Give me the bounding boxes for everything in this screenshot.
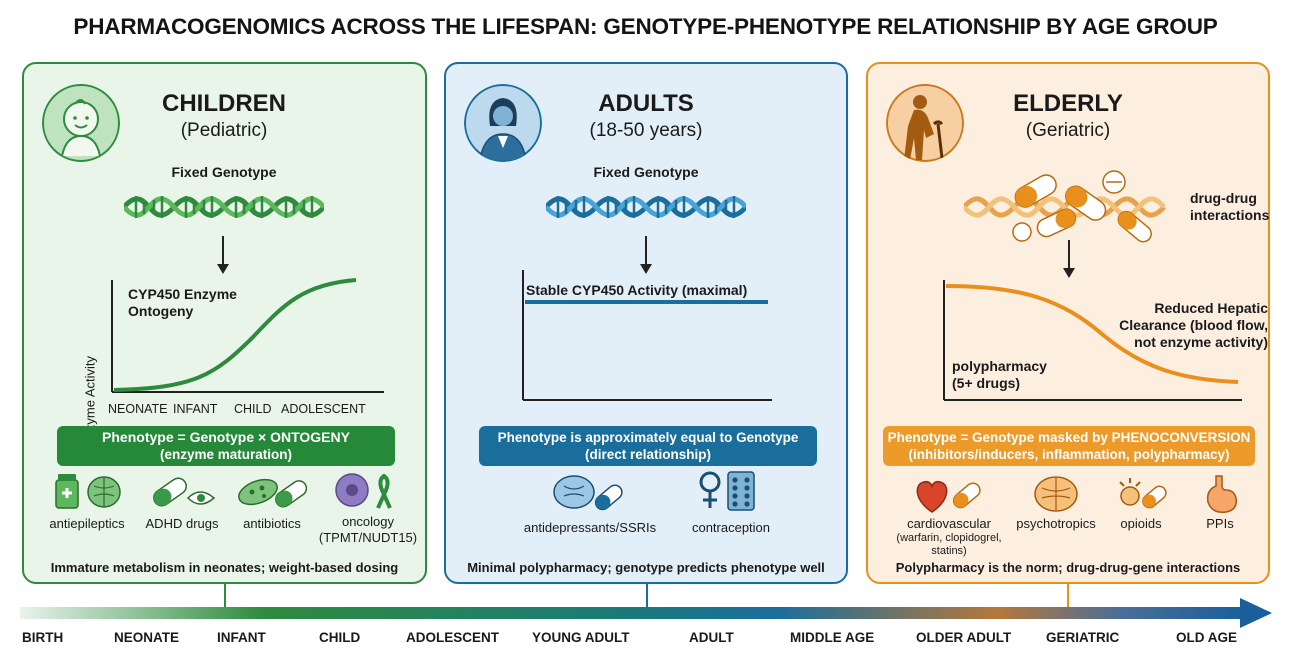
brain-capsule-icon <box>553 475 623 511</box>
children-genotype-label: Fixed Genotype <box>171 164 277 180</box>
children-subtitle: (Pediatric) <box>180 120 268 141</box>
elderly-title: ELDERLY <box>1013 90 1123 117</box>
drug-antiepileptics: antiepileptics <box>49 516 125 531</box>
timeline-birth: BIRTH <box>22 630 64 645</box>
drug-cardiovascular-examples2: statins) <box>931 545 967 557</box>
tick-child: CHILD <box>234 402 272 416</box>
female-symbol-pillpack-icon <box>699 471 755 511</box>
adults-footer: Minimal polypharmacy; genotype predicts … <box>467 560 825 575</box>
ontogeny-chart <box>111 278 384 393</box>
down-arrow-icon <box>217 236 229 274</box>
dna-helix-icon <box>124 196 324 218</box>
baby-icon <box>42 84 120 162</box>
down-arrow-icon <box>640 236 652 274</box>
clearance-line2: Clearance (blood flow, <box>1119 317 1268 333</box>
pain-capsule-icon <box>1119 478 1167 509</box>
phenotype-line2: (enzyme maturation) <box>159 447 293 462</box>
drug-antibiotics: antibiotics <box>243 516 301 531</box>
elderly-subtitle: (Geriatric) <box>1025 120 1111 141</box>
polypharmacy-line1: polypharmacy <box>952 358 1047 374</box>
adults-curve-title: Stable CYP450 Activity (maximal) <box>526 282 748 298</box>
tick-infant: INFANT <box>173 402 218 416</box>
adults-phenotype-box: Phenotype is approximately equal to Geno… <box>479 426 817 466</box>
phenotype-line1: Phenotype = Genotype masked by PHENOCONV… <box>887 430 1251 445</box>
timeline-old-age: OLD AGE <box>1176 630 1238 645</box>
dna-pills-interaction-icon <box>964 170 1166 243</box>
timeline-middle-age: MIDDLE AGE <box>790 630 875 645</box>
phenotype-line1: Phenotype is approximately equal to Geno… <box>497 430 799 445</box>
tick-neonate: NEONATE <box>108 402 168 416</box>
drug-ppis: PPIs <box>1206 516 1234 531</box>
elderly-phenotype-box: Phenotype = Genotype masked by PHENOCONV… <box>883 426 1255 466</box>
elderly-footer: Polypharmacy is the norm; drug-drug-gene… <box>895 560 1241 575</box>
ddi-line2: interactions <box>1190 207 1270 223</box>
children-connector <box>224 584 226 610</box>
clearance-line3: not enzyme activity) <box>1134 334 1268 350</box>
phenotype-line2: (direct relationship) <box>584 447 711 462</box>
stomach-icon <box>1206 475 1238 514</box>
elderly-panel: ELDERLY (Geriatric) drug-drug interactio… <box>866 62 1270 584</box>
curve-title-line1: CYP450 Enzyme <box>128 286 237 302</box>
drug-oncology-genes: (TPMT/NUDT15) <box>318 530 418 545</box>
brain-icon <box>1034 476 1078 512</box>
timeline-child: CHILD <box>319 630 361 645</box>
adults-title: ADULTS <box>598 90 694 117</box>
drug-cardiovascular: cardiovascular <box>907 516 991 531</box>
timeline-infant: INFANT <box>217 630 266 645</box>
adults-panel: ADULTS (18-50 years) Fixed Genotype Stab… <box>444 62 848 584</box>
curve-title-line2: Ontogeny <box>128 303 194 319</box>
ddi-line1: drug-drug <box>1190 190 1257 206</box>
children-footer: Immature metabolism in neonates; weight-… <box>50 560 399 575</box>
drug-contraception: contraception <box>691 520 771 535</box>
dna-helix-icon <box>546 196 746 218</box>
capsule-eye-icon <box>153 477 216 507</box>
adult-woman-icon <box>464 84 542 162</box>
adults-subtitle: (18-50 years) <box>589 120 703 141</box>
elderly-person-icon <box>886 84 964 162</box>
drug-opioids: opioids <box>1120 516 1162 531</box>
children-phenotype-box: Phenotype = Genotype × ONTOGENY (enzyme … <box>57 426 395 466</box>
children-panel: CHILDREN (Pediatric) Fixed Genotype Enzy… <box>22 62 427 584</box>
clearance-chart <box>943 280 1242 401</box>
timeline-geriatric: GERIATRIC <box>1046 630 1120 645</box>
timeline-adolescent: ADOLESCENT <box>406 630 500 645</box>
polypharmacy-line2: (5+ drugs) <box>952 375 1021 391</box>
stable-activity-chart <box>522 270 772 401</box>
drug-cardiovascular-examples1: (warfarin, clopidogrel, <box>896 532 1002 544</box>
pill-bottle-brain-icon <box>55 474 121 509</box>
adults-genotype-label: Fixed Genotype <box>593 164 699 180</box>
timeline-adult: ADULT <box>689 630 734 645</box>
timeline-older-adult: OLDER ADULT <box>916 630 1012 645</box>
drug-oncology: oncology <box>341 514 395 529</box>
cancer-cell-ribbon-icon <box>335 473 392 509</box>
lifespan-timeline-arrow <box>20 598 1272 628</box>
timeline-neonate: NEONATE <box>114 630 180 645</box>
drug-adhd: ADHD drugs <box>145 516 219 531</box>
page-title: PHARMACOGENOMICS ACROSS THE LIFESPAN: GE… <box>73 14 1218 39</box>
phenotype-line2: (inhibitors/inducers, inflammation, poly… <box>908 447 1230 462</box>
drug-antidepressants: antidepressants/SSRIs <box>523 520 657 535</box>
down-arrow-icon <box>1063 240 1075 278</box>
tick-adolescent: ADOLESCENT <box>281 402 366 416</box>
adults-connector <box>646 584 648 610</box>
phenotype-line1: Phenotype = Genotype × ONTOGENY <box>102 429 350 445</box>
drug-psychotropics: psychotropics <box>1016 516 1096 531</box>
clearance-line1: Reduced Hepatic <box>1154 300 1268 316</box>
elderly-connector <box>1067 584 1069 610</box>
bacteria-capsule-icon <box>238 478 308 508</box>
children-title: CHILDREN <box>162 90 286 117</box>
timeline-young-adult: YOUNG ADULT <box>532 630 630 645</box>
heart-capsule-icon <box>916 480 981 513</box>
